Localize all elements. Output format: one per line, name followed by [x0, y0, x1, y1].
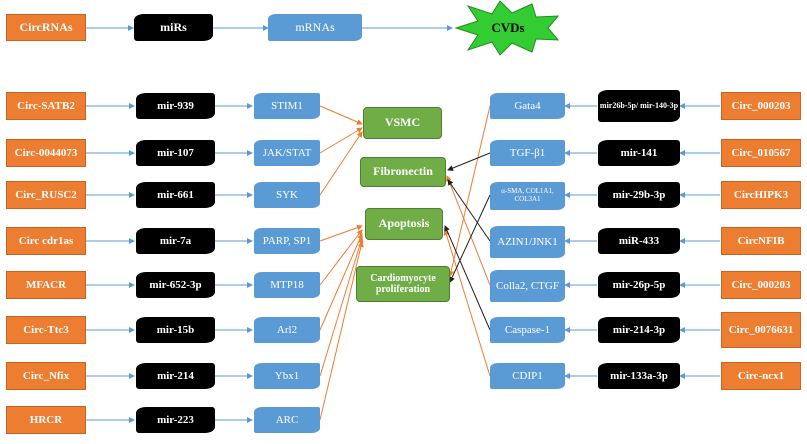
legend-mirs-box: miRs: [134, 14, 213, 41]
left-circ-0: Circ-SATB2: [6, 92, 86, 120]
right-circ-6: Circ-ncx1: [721, 362, 801, 390]
right-circ-1: Circ_010567: [721, 139, 801, 167]
left-circ-3: Circ cdr1as: [6, 227, 86, 255]
left-circ-6: Circ_Nfix: [6, 362, 86, 390]
right-circ-4: Circ_000203: [721, 271, 801, 299]
right-mir-3: miR-433: [598, 228, 680, 254]
legend-mrnas-box: mRNAs: [268, 14, 362, 41]
right-target-2: α-SMA, COL1A1, COL3A1: [490, 182, 565, 210]
left-mir-6: mir-214: [136, 363, 215, 389]
left-target-5: Arl2: [254, 317, 320, 343]
left-mir-4: mir-652-3p: [136, 272, 215, 298]
cvd-star-shape: [454, 0, 560, 56]
left-target-2: SYK: [254, 182, 320, 208]
outcome-cardiomyocyte-proliferation: Cardiomyocyte proliferation: [356, 266, 450, 302]
right-target-3: AZIN1/JNK1: [490, 226, 565, 258]
left-circ-1: Circ-0044073: [6, 139, 86, 167]
left-target-7: ARC: [254, 407, 320, 433]
left-mir-5: mir-15b: [136, 317, 215, 343]
right-circ-3: CircNFIB: [721, 227, 801, 255]
right-circ-5: Circ_0076631: [721, 312, 801, 348]
left-mir-0: mir-939: [136, 93, 215, 119]
outcome-fibronectin: Fibronectin: [360, 157, 446, 187]
left-mir-3: mir-7a: [136, 228, 215, 254]
legend-circrnas-box: CircRNAs: [6, 14, 86, 41]
left-circ-5: Circ-Ttc3: [6, 316, 86, 344]
left-target-1: JAK/STAT: [254, 140, 320, 166]
outcome-vsmc: VSMC: [363, 107, 442, 139]
left-target-6: Ybx1: [254, 363, 320, 389]
right-mir-5: mir-214-3p: [598, 317, 680, 343]
left-circ-4: MFACR: [6, 271, 86, 299]
left-target-4: MTP18: [254, 272, 320, 298]
left-target-3: PARP, SP1: [254, 228, 320, 254]
left-mir-2: mir-661: [136, 182, 215, 208]
left-circ-7: HRCR: [6, 406, 86, 434]
outcome-apoptosis: Apoptosis: [365, 208, 443, 240]
right-mir-6: mir-133a-3p: [598, 363, 680, 389]
left-target-0: STIM1: [254, 93, 320, 119]
left-mir-7: mir-223: [136, 407, 215, 433]
left-circ-2: Circ_RUSC2: [6, 181, 86, 209]
left-mir-1: mir-107: [136, 140, 215, 166]
right-target-4: Colla2, CTGF: [490, 270, 565, 302]
right-target-6: CDIP1: [490, 363, 565, 389]
right-target-0: Gata4: [490, 93, 565, 119]
right-circ-0: Circ_000203: [721, 92, 801, 120]
right-mir-1: mir-141: [598, 140, 680, 166]
legend-cvds-label: CVDs: [491, 19, 525, 35]
right-target-1: TGF-β1: [490, 140, 565, 166]
right-circ-2: CircHIPK3: [721, 181, 801, 209]
right-mir-0: mir26b-5p/ mir-140-3p: [598, 90, 680, 122]
right-mir-4: mir-26p-5p: [598, 272, 680, 298]
right-target-5: Caspase-1: [490, 317, 565, 343]
right-mir-2: mir-29b-3p: [598, 182, 680, 208]
